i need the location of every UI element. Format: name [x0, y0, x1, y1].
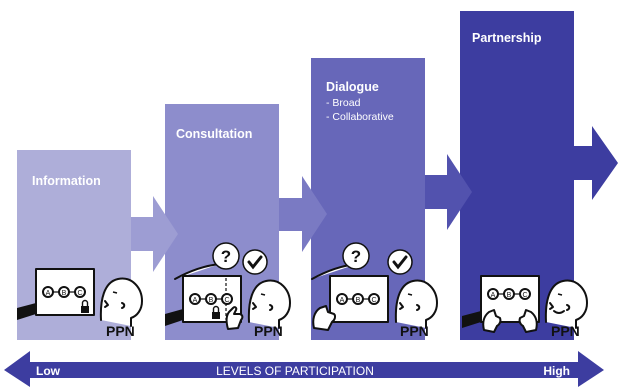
svg-text:B: B [62, 290, 67, 297]
svg-text:A: A [46, 290, 51, 297]
checkmark-bubble-icon [242, 249, 268, 275]
right-touch-hand-icon [518, 309, 538, 333]
flow-abc: A B C [42, 286, 86, 298]
step-title-consultation: Consultation [176, 127, 252, 141]
axis-high-label: High [543, 364, 570, 378]
dialogue-bullet-broad: - Broad [326, 97, 361, 109]
flow-abc: A B C [336, 293, 380, 305]
svg-text:A: A [491, 292, 496, 299]
flow-abc: A B C [487, 288, 531, 300]
hand-icon [17, 303, 36, 320]
svg-text:A: A [193, 297, 198, 304]
dialogue-bullet-collaborative: - Collaborative [326, 111, 394, 123]
svg-text:C: C [522, 292, 527, 299]
person-head-icon [394, 279, 438, 329]
connector-arrow-3 [425, 154, 472, 230]
left-touch-hand-icon [482, 309, 502, 333]
checkmark-bubble-icon [387, 249, 413, 275]
illustration-consultation: ? A B C PPN [165, 242, 291, 339]
step-title-information: Information [32, 174, 101, 188]
pointing-hand-icon [225, 306, 244, 330]
svg-text:C: C [77, 290, 82, 297]
illustration-dialogue: ? A B C PPN [311, 242, 438, 339]
hand-icon [165, 309, 183, 326]
illustration-partnership: A B C PPN [462, 275, 588, 339]
step-title-partnership: Partnership [472, 31, 542, 45]
flow-abc: A B C [189, 293, 233, 305]
illustration-information: A B C PPN [17, 268, 143, 339]
person-label: PPN [400, 323, 429, 339]
person-head-icon [544, 279, 588, 329]
connector-arrow-4 [574, 126, 618, 200]
svg-text:B: B [209, 297, 214, 304]
axis-low-label: Low [36, 364, 61, 378]
svg-text:C: C [224, 297, 229, 304]
hand-icon [462, 311, 481, 328]
svg-text:B: B [356, 297, 361, 304]
person-label: PPN [254, 323, 283, 339]
person-head-icon [247, 279, 291, 329]
lock-icon [81, 299, 89, 313]
question-bubble-icon: ? [342, 242, 370, 270]
svg-text:?: ? [351, 247, 361, 266]
connector-arrow-2 [279, 176, 327, 252]
svg-text:C: C [371, 297, 376, 304]
question-bubble-icon: ? [212, 242, 240, 270]
lock-icon [212, 305, 220, 319]
person-label: PPN [106, 323, 135, 339]
person-label: PPN [551, 323, 580, 339]
person-head-icon [99, 277, 143, 327]
svg-text:A: A [340, 297, 345, 304]
participation-axis-arrow [4, 351, 604, 387]
svg-text:B: B [507, 292, 512, 299]
hand-icon [312, 305, 337, 331]
connector-arrow-1 [131, 196, 178, 272]
step-title-dialogue: Dialogue [326, 80, 379, 94]
svg-text:?: ? [221, 247, 231, 266]
axis-title: LEVELS OF PARTICIPATION [216, 364, 374, 378]
